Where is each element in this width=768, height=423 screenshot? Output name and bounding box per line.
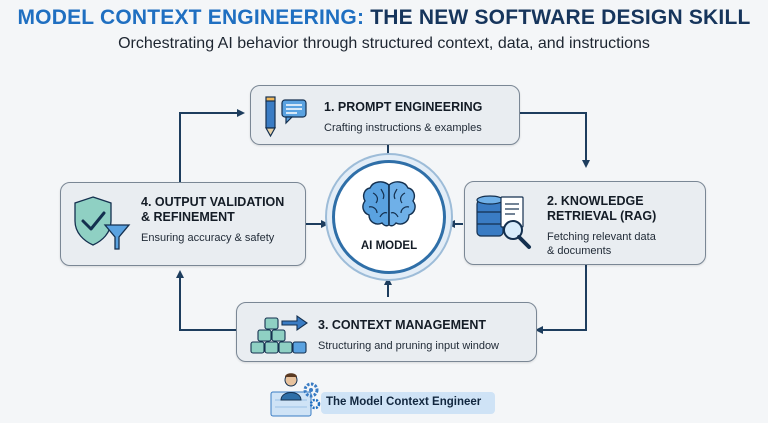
card-description: Ensuring accuracy & safety	[141, 232, 275, 244]
card-title-line-2: RETRIEVAL (RAG)	[547, 209, 657, 223]
footer-label: The Model Context Engineer	[326, 396, 482, 408]
card-output-validation: 4. OUTPUT VALIDATION & REFINEMENT Ensuri…	[60, 182, 306, 266]
card-title-line-2: & REFINEMENT	[141, 210, 235, 224]
card-title-line-1: 2. KNOWLEDGE	[547, 194, 644, 208]
card-knowledge-retrieval: 2. KNOWLEDGE RETRIEVAL (RAG) Fetching re…	[464, 181, 706, 265]
ai-model-label: AI MODEL	[360, 240, 418, 252]
card-title-line-1: 4. OUTPUT VALIDATION	[141, 195, 285, 209]
pencil-speech-bubble-icon	[264, 96, 307, 138]
arrow-retrieval-to-context	[535, 265, 587, 334]
brain-icon	[362, 181, 416, 227]
page-subtitle: Orchestrating AI behavior through struct…	[118, 35, 650, 52]
card-context-management: 3. CONTEXT MANAGEMENT Structuring and pr…	[236, 302, 537, 362]
card-title: 1. PROMPT ENGINEERING	[324, 100, 483, 114]
footer-badge: The Model Context Engineer	[321, 392, 495, 414]
card-description-line-1: Fetching relevant data	[547, 231, 656, 243]
arrow-prompt-to-retrieval	[520, 112, 590, 168]
card-description: Crafting instructions & examples	[324, 122, 482, 134]
title-main: THE NEW SOFTWARE DESIGN SKILL	[370, 6, 751, 29]
title-accent: MODEL CONTEXT ENGINEERING:	[17, 6, 365, 29]
arrow-validation-to-prompt	[179, 109, 245, 182]
card-title: 3. CONTEXT MANAGEMENT	[318, 318, 487, 332]
ai-model-hub: AI MODEL	[332, 160, 446, 274]
engineer-gears-icon	[270, 373, 321, 417]
page-title: MODEL CONTEXT ENGINEERING: THE NEW SOFTW…	[0, 6, 768, 30]
card-description: Structuring and pruning input window	[318, 340, 500, 352]
card-description-line-2: & documents	[547, 245, 612, 257]
shield-check-funnel-icon	[74, 196, 131, 250]
database-magnifier-icon	[476, 195, 531, 249]
card-prompt-engineering: 1. PROMPT ENGINEERING Crafting instructi…	[250, 85, 520, 145]
arrow-context-to-validation	[176, 270, 236, 331]
stacked-blocks-arrow-icon	[250, 314, 308, 354]
